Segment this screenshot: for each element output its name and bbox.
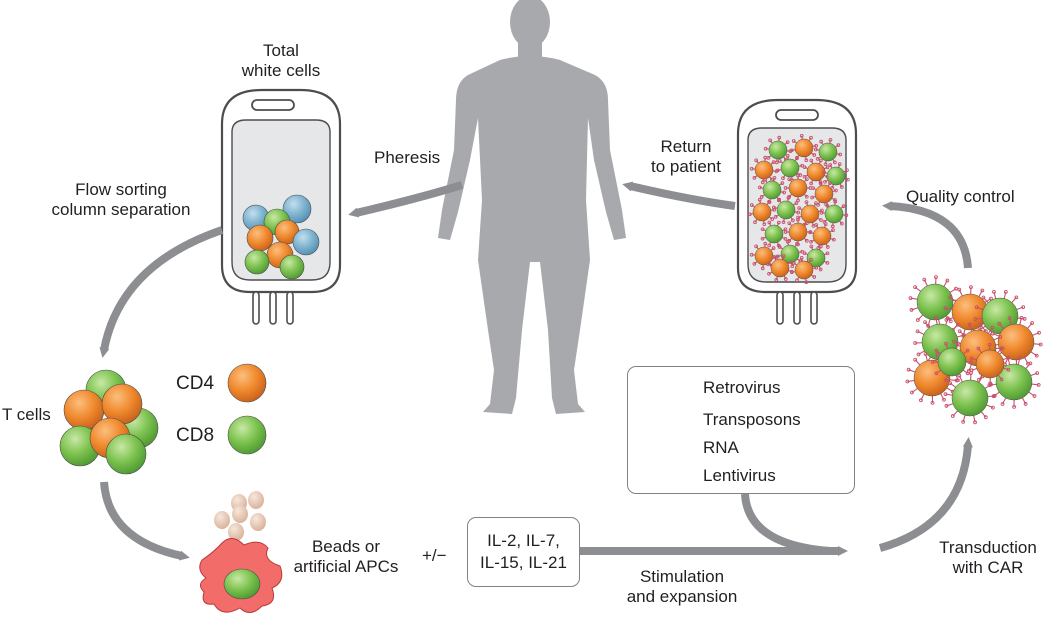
- right-bag-car-t-cells: [747, 133, 850, 285]
- stimulation-line2: and expansion: [626, 587, 738, 606]
- transduced-car-t-cell: [908, 275, 962, 329]
- cytokines-box: IL-2, IL-7, IL-15, IL-21: [467, 517, 580, 587]
- flow-sorting-label: Flow sorting column separation: [36, 180, 206, 220]
- legend-rna-label: RNA: [703, 438, 739, 457]
- transduced-car-t-cell: [930, 341, 974, 383]
- return-to-patient-label: Return to patient: [630, 137, 742, 177]
- transduction-arrow: [878, 437, 973, 552]
- beads-label: Beads or artificial APCs: [284, 537, 408, 577]
- return-to-patient-arrow: [622, 181, 736, 210]
- transduced-car-t-cluster: [905, 275, 1043, 425]
- beads: [214, 491, 266, 541]
- cytokines-line1: IL-2, IL-7,: [487, 531, 560, 550]
- flow-sorting-arrow: [99, 226, 224, 358]
- cytokines-line2: IL-15, IL-21: [480, 553, 567, 572]
- transduction-label: Transduction with CAR: [928, 538, 1048, 578]
- legend-transposons-label: Transposons: [703, 410, 801, 429]
- flow-sorting-line1: Flow sorting: [75, 180, 167, 199]
- beads-line1: Beads or: [311, 537, 381, 556]
- bag-car-t-cell: [819, 199, 849, 229]
- bag-car-t-cell: [808, 222, 836, 250]
- total-white-cells-line1: Total: [263, 41, 299, 60]
- patient-silhouette: [438, 0, 626, 414]
- process-arrows: [99, 181, 973, 561]
- beads-line2: artificial APCs: [293, 557, 399, 576]
- bag-car-t-cell: [796, 200, 824, 228]
- bag-car-t-cell: [822, 162, 850, 190]
- cd4-label: CD4: [176, 373, 215, 394]
- quality-control-arrow: [882, 201, 972, 269]
- transduced-car-t-cell: [969, 342, 1011, 386]
- t-cells-to-beads-arrow: [100, 481, 190, 561]
- quality-control-label: Quality control: [906, 187, 1015, 206]
- pheresis-label: Pheresis: [374, 148, 441, 167]
- flow-sorting-line2: column separation: [51, 200, 191, 219]
- transduction-line2: with CAR: [952, 558, 1024, 577]
- total-white-cells-line2: white cells: [241, 61, 321, 80]
- bag-car-t-cell: [813, 137, 843, 167]
- cd8-cell-icon: [227, 415, 267, 455]
- cd4-cell-icon: [227, 363, 267, 403]
- bag-car-t-cell: [749, 155, 779, 185]
- bag-car-t-cell: [789, 255, 819, 285]
- transduction-line1: Transduction: [939, 538, 1037, 557]
- plus-minus-label: +/−: [422, 546, 447, 565]
- stimulation-line1: Stimulation: [639, 567, 725, 586]
- bag-car-t-cell: [766, 254, 794, 282]
- bag-car-t-cell: [783, 217, 813, 247]
- cd8-label: CD8: [176, 425, 215, 446]
- bag-car-t-cell: [760, 220, 788, 248]
- t-cells-label: T cells: [2, 405, 51, 424]
- pheresis-arrow: [348, 181, 464, 218]
- return-line1: Return: [660, 137, 712, 156]
- return-line2: to patient: [651, 157, 721, 176]
- left-collection-bag: [220, 88, 342, 325]
- transduced-car-t-cell: [987, 355, 1041, 409]
- t-cells-cluster: [59, 369, 159, 475]
- legend-to-stimulation-arrow: [741, 493, 831, 555]
- bag-car-t-cell: [789, 133, 819, 163]
- artificial-apc: [199, 538, 283, 613]
- left-bag-white-cells: [242, 194, 320, 280]
- vector-legend: [627, 366, 855, 494]
- bag-car-t-cell: [771, 195, 801, 225]
- total-white-cells-label: Total white cells: [226, 41, 336, 81]
- legend-lentivirus-label: Lentivirus: [703, 466, 776, 485]
- bag-car-t-cell: [783, 173, 813, 203]
- stimulation-label: Stimulation and expansion: [608, 567, 756, 607]
- bag-car-t-cell: [747, 197, 777, 227]
- transduced-car-t-cell: [943, 371, 997, 425]
- bag-car-t-cell: [810, 180, 838, 208]
- legend-retrovirus-label: Retrovirus: [703, 378, 781, 397]
